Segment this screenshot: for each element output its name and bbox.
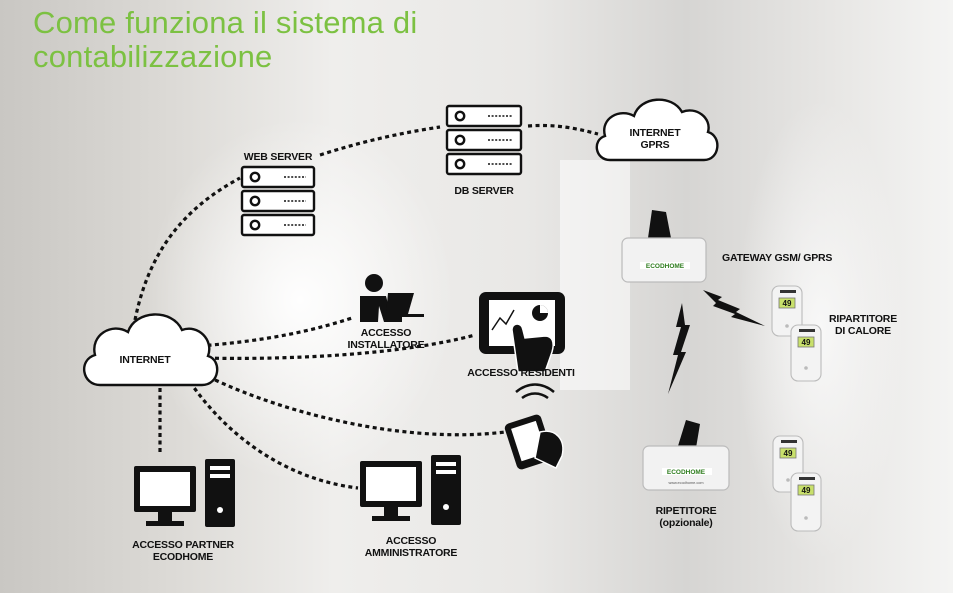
internet-label: INTERNET xyxy=(119,354,171,366)
ripartitore-device-icon: 49 xyxy=(771,285,803,337)
partner-label-line2: ECODHOME xyxy=(152,551,214,563)
partner-computer-icon xyxy=(134,459,235,527)
background-wall-panel xyxy=(560,160,630,390)
link-internet-webserver xyxy=(133,176,241,321)
db-server-icon xyxy=(445,104,523,176)
db-server-label: DB SERVER xyxy=(454,185,514,197)
internet-gprs-cloud-icon xyxy=(595,98,719,162)
link-internet-installatore xyxy=(199,316,353,348)
page-title: Come funziona il sistema di contabilizza… xyxy=(33,5,418,74)
ripartitore-label-line1: RIPARTITORE xyxy=(829,313,897,325)
ripartitore-display-4: 49 xyxy=(802,486,811,495)
amministratore-label-line1: ACCESSO xyxy=(385,535,437,547)
installatore-person-icon xyxy=(360,274,424,322)
connection-lines xyxy=(133,123,599,490)
link-internet-amministratore xyxy=(188,381,359,490)
signal-bolt-gateway-ripetitore xyxy=(668,303,690,394)
ripartitore-display-2: 49 xyxy=(802,338,811,347)
residenti-label: ACCESSO RESIDENTI xyxy=(467,367,575,379)
signal-bolt-gateway-ripartitore xyxy=(703,290,765,326)
ripetitore-label-line1: RIPETITORE xyxy=(655,505,717,517)
resident-tablet-icon xyxy=(479,292,565,373)
installatore-label-line2: INSTALLATORE xyxy=(347,339,425,351)
partner-label-line1: ACCESSO PARTNER xyxy=(132,539,234,551)
web-server-icon xyxy=(240,165,316,237)
resident-smartphone-icon xyxy=(504,383,564,470)
gateway-logo: ECODHOME xyxy=(646,263,685,270)
link-internet-residenti xyxy=(199,333,476,361)
installatore-label-line1: ACCESSO xyxy=(360,327,412,339)
ripartitore-display-3: 49 xyxy=(784,449,793,458)
web-server-label: WEB SERVER xyxy=(243,151,313,163)
ripartitore-device-icon: 49 xyxy=(790,324,822,382)
signal-bolts xyxy=(668,290,765,394)
link-webserver-dbserver xyxy=(319,125,441,157)
ripetitore-device-icon: ECODHOME www.ecodhome.com xyxy=(642,420,730,491)
internet-gprs-label-line2: GPRS xyxy=(640,139,670,151)
link-internet-smartphone xyxy=(194,368,506,437)
link-dbserver-gprs xyxy=(527,123,599,136)
ripartitore-label-line2: DI CALORE xyxy=(835,325,891,337)
gateway-label: GATEWAY GSM/ GPRS xyxy=(722,252,833,264)
ripartitore-display-1: 49 xyxy=(783,299,792,308)
internet-gprs-label-line1: INTERNET xyxy=(629,127,681,139)
amministratore-computer-icon xyxy=(360,455,461,525)
ripetitore-url: www.ecodhome.com xyxy=(668,481,703,485)
amministratore-label-line2: AMMINISTRATORE xyxy=(364,547,458,559)
ripartitore-device-icon: 49 xyxy=(790,472,822,532)
ripetitore-label-line2: (opzionale) xyxy=(659,517,713,529)
gateway-device-icon: ECODHOME xyxy=(621,210,707,283)
internet-cloud-icon xyxy=(83,313,219,387)
ripetitore-logo: ECODHOME xyxy=(667,469,706,476)
